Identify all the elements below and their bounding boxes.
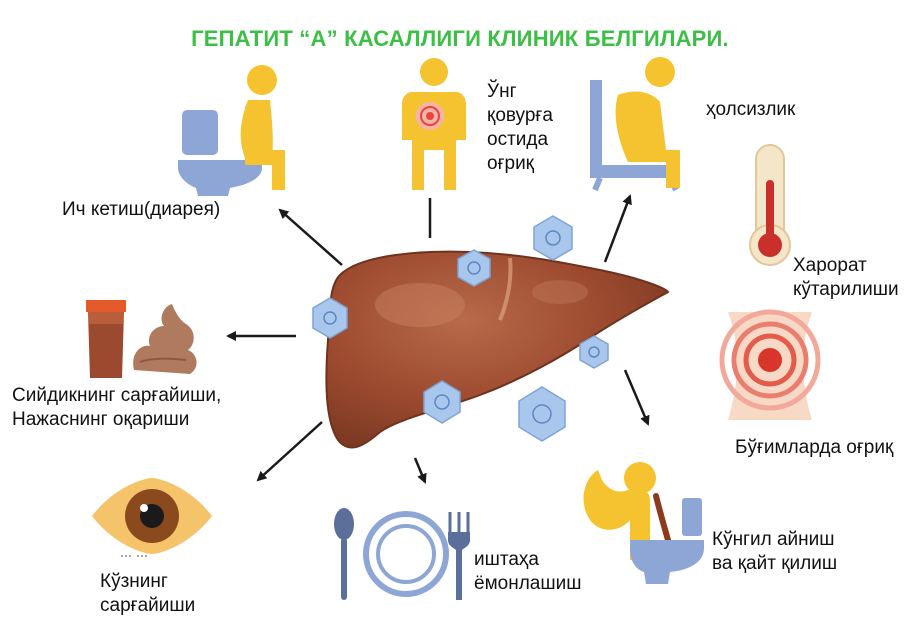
label-urine-stool: Сийдикнинг сарғайиши, Нажаснинг оқариши — [12, 385, 222, 430]
arrows — [226, 194, 650, 484]
label-eyes: Кўзнинг сарғайиши — [100, 571, 196, 616]
virus-icon — [579, 335, 609, 369]
toilet-person-icon — [178, 65, 285, 196]
urine-stool-icon — [86, 300, 197, 378]
label-nausea: Кўнгил айниш ва қайт қилиш — [712, 529, 838, 574]
vomiting-person-icon — [583, 462, 704, 584]
label-fever: Харорат кўтарилиши — [793, 255, 899, 300]
tired-person-chair-icon — [590, 57, 680, 192]
arrow-to-nausea — [623, 369, 650, 426]
virus-icon — [457, 249, 491, 287]
virus-icon — [423, 380, 461, 424]
arrow-to-weakness — [603, 194, 632, 263]
virus-icon — [518, 386, 566, 442]
page-title: ГЕПАТИТ “А” КАСАЛЛИГИ КЛИНИК БЕЛГИЛАРИ. — [191, 26, 729, 51]
label-joint-pain: Бўғимларда оғриқ — [735, 437, 894, 458]
knee-joint-pain-icon — [719, 309, 821, 420]
virus-particles — [312, 215, 609, 442]
label-appetite: иштаҳа ёмонлашиш — [474, 549, 582, 594]
arrow-to-appetite — [413, 457, 427, 484]
thermometer-icon — [749, 144, 791, 266]
yellow-eye-icon — [92, 478, 212, 557]
label-right-side-pain: Ўнг қовурға остида оғриқ — [487, 81, 553, 174]
label-diarrhea: Ич кетиш(диарея) — [62, 199, 221, 220]
virus-icon — [533, 215, 573, 261]
cutlery-plate-icon — [334, 508, 470, 600]
virus-icon — [312, 297, 348, 339]
arrow-to-diarrhea — [278, 208, 343, 266]
label-weakness: ҳолсизлик — [706, 99, 796, 120]
arrow-to-eyes — [256, 421, 323, 482]
abdominal-pain-person-icon — [402, 58, 466, 190]
liver-icon — [325, 250, 670, 449]
